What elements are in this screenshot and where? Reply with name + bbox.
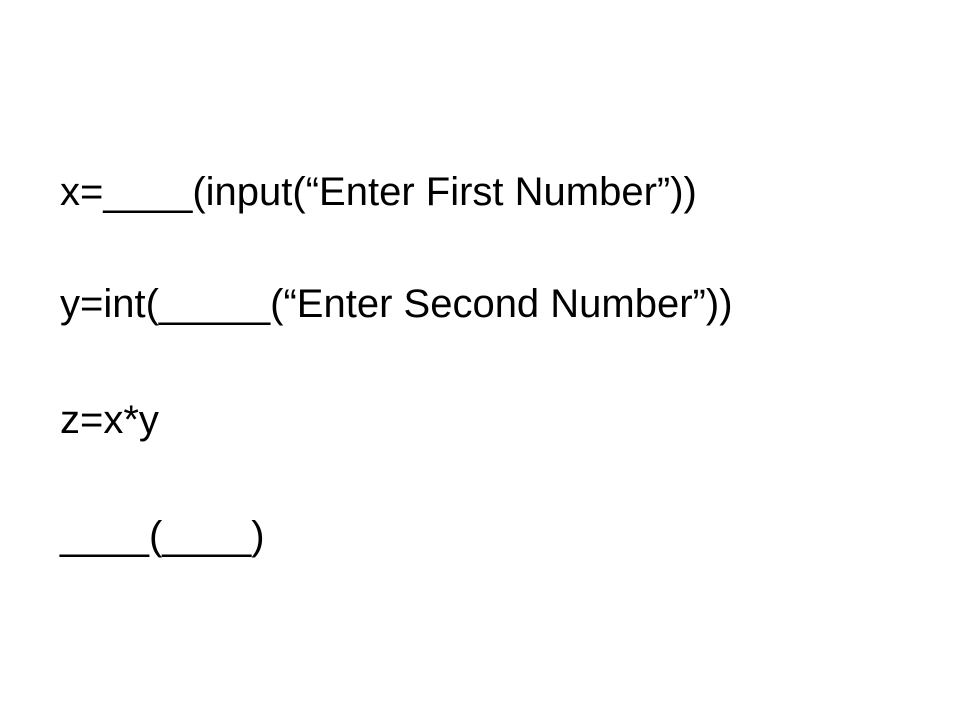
code-line-1: x=____(input(“Enter First Number”))	[60, 170, 697, 214]
code-line-2: y=int(_____(“Enter Second Number”))	[60, 282, 733, 326]
code-line-3: z=x*y	[60, 398, 159, 442]
code-line-4: ____(____)	[60, 514, 265, 558]
